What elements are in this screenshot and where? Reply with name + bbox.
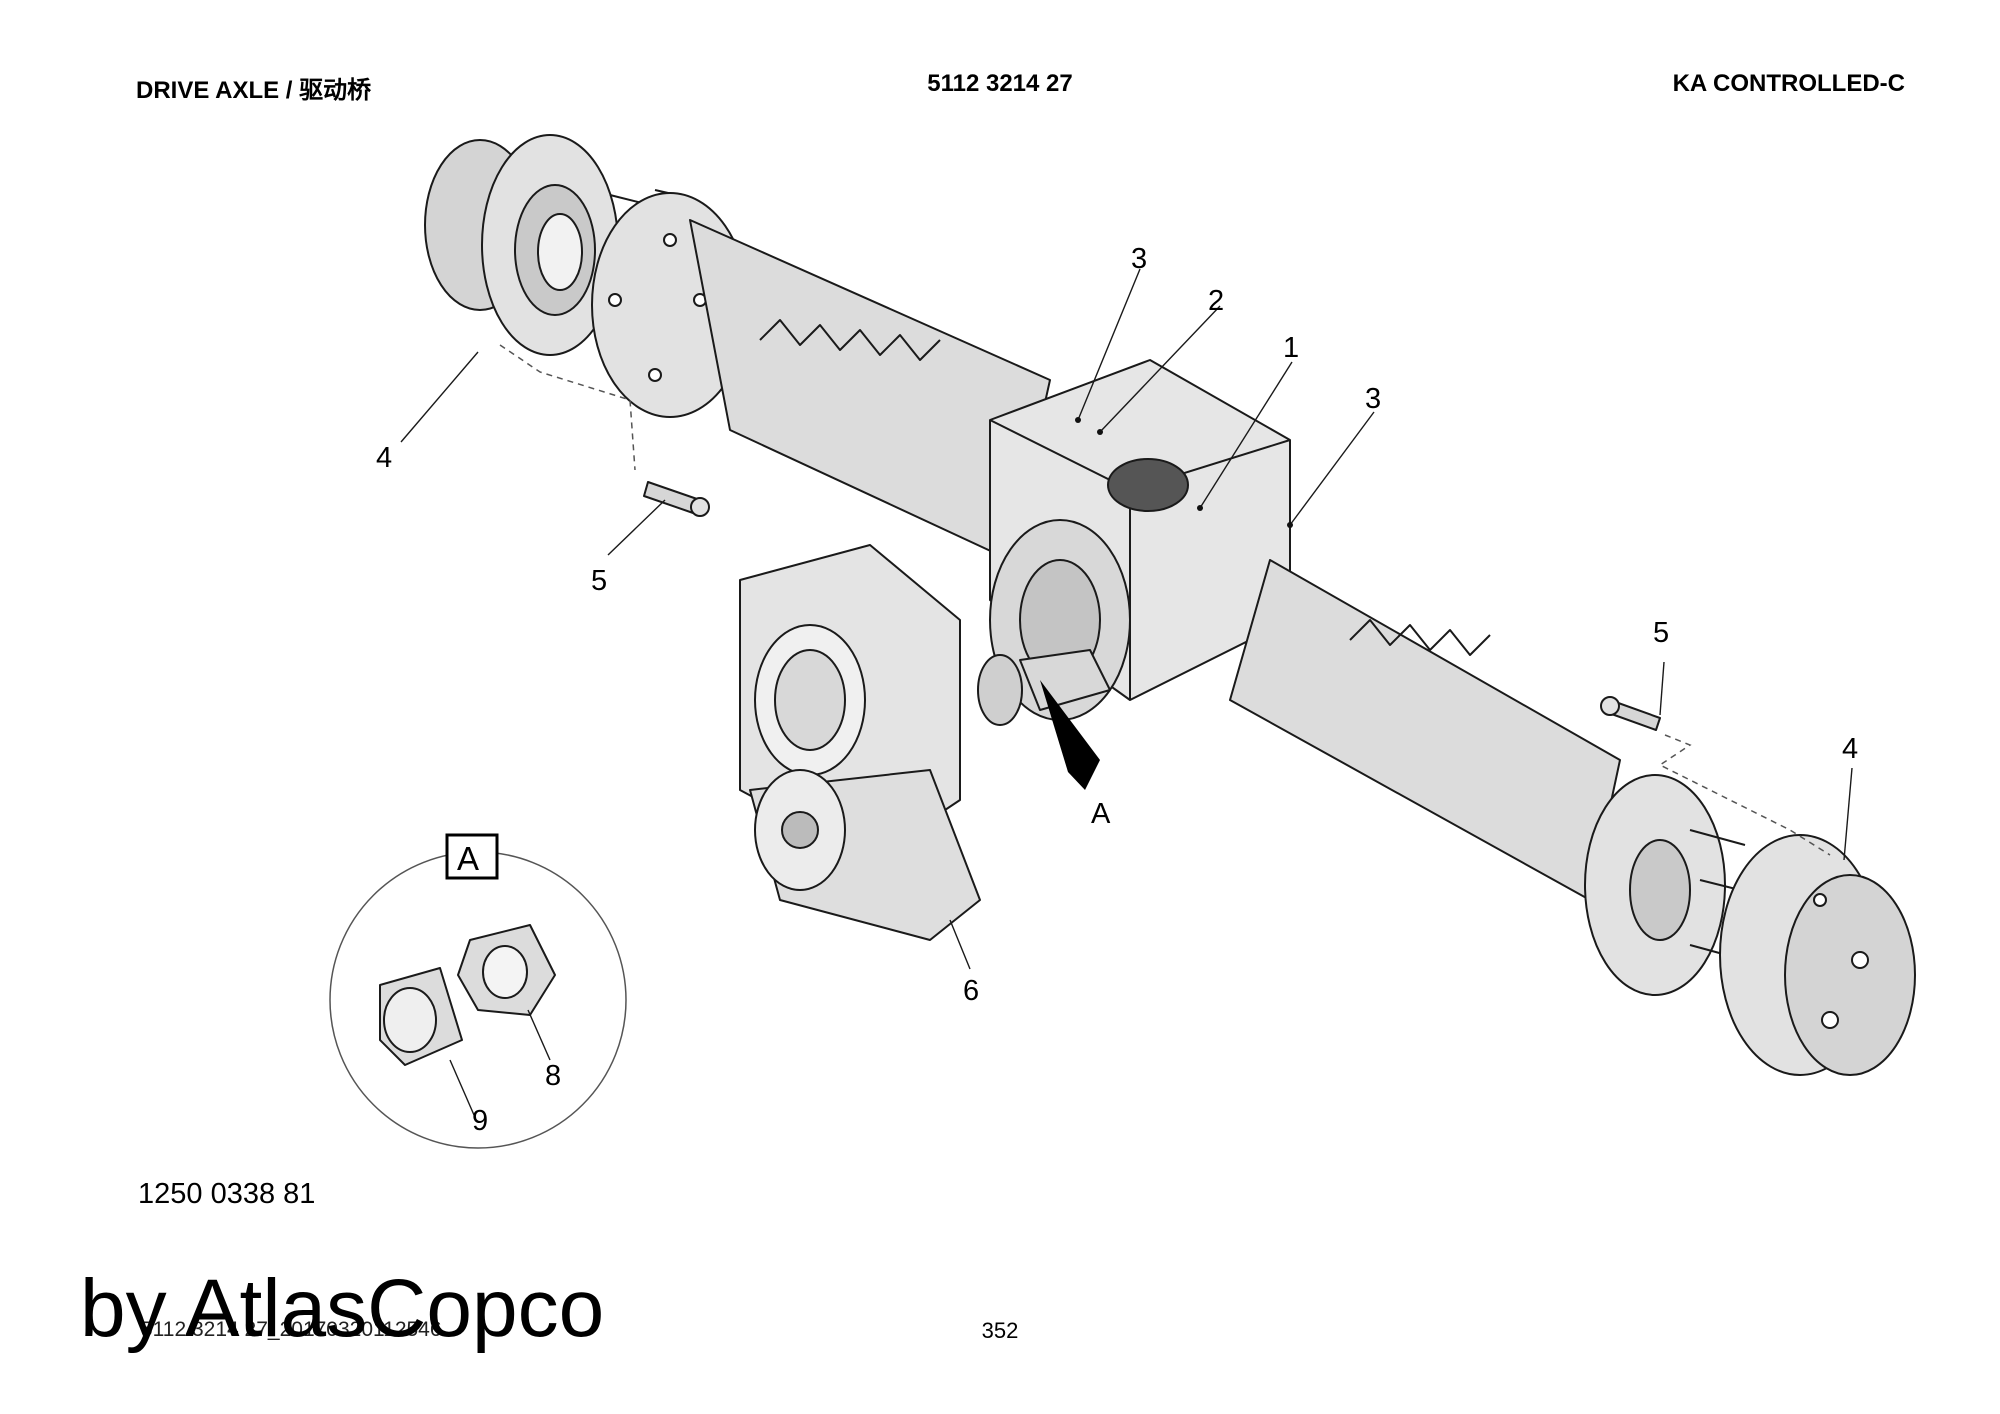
leader-3a	[1077, 268, 1141, 421]
detail-arrow	[1040, 680, 1100, 790]
bolt-right	[1600, 696, 1661, 731]
callout-4b: 4	[1842, 733, 1858, 765]
callout-8: 8	[545, 1060, 561, 1092]
callout-5a: 5	[591, 565, 607, 597]
leader-5b	[1659, 661, 1665, 716]
callout-2: 2	[1208, 285, 1224, 317]
detail-box	[445, 833, 499, 880]
callout-5b: 5	[1653, 617, 1669, 649]
input-yoke	[977, 649, 1111, 726]
callout-6: 6	[963, 975, 979, 1007]
footer-file-name: 5112 3214 27_20170320112546	[141, 1318, 442, 1341]
leader-1	[1199, 361, 1293, 509]
reference-number: 1250 0338 81	[138, 1178, 316, 1210]
detail-a-view	[329, 833, 627, 1149]
callout-a-box: A	[457, 840, 479, 877]
callout-3a: 3	[1131, 243, 1147, 275]
callout-9: 9	[472, 1105, 488, 1137]
header-title: DRIVE AXLE / 驱动桥	[136, 77, 372, 104]
watermark: by AtlasCopco	[80, 1263, 605, 1354]
callout-4a: 4	[376, 442, 392, 474]
transfer-gearbox	[739, 544, 981, 941]
leader-4a	[400, 351, 479, 443]
right-wheel-hub	[1719, 834, 1916, 1076]
page-number: 352	[981, 1318, 1019, 1343]
callout-a-arrow: A	[1091, 798, 1111, 830]
callout-3b: 3	[1365, 383, 1381, 415]
right-axle-flange	[1584, 774, 1761, 996]
right-axle-tube	[1229, 559, 1621, 901]
callout-1: 1	[1283, 332, 1299, 364]
leader-2	[1099, 305, 1221, 433]
leader-5a	[607, 499, 666, 556]
bolt-left	[643, 481, 710, 517]
header-variant: KA CONTROLLED-C	[1672, 70, 1905, 97]
leader-6	[949, 919, 971, 970]
leader-4b	[1843, 767, 1853, 861]
header-part-number: 5112 3214 27	[927, 70, 1073, 97]
leader-3b	[1289, 411, 1375, 526]
